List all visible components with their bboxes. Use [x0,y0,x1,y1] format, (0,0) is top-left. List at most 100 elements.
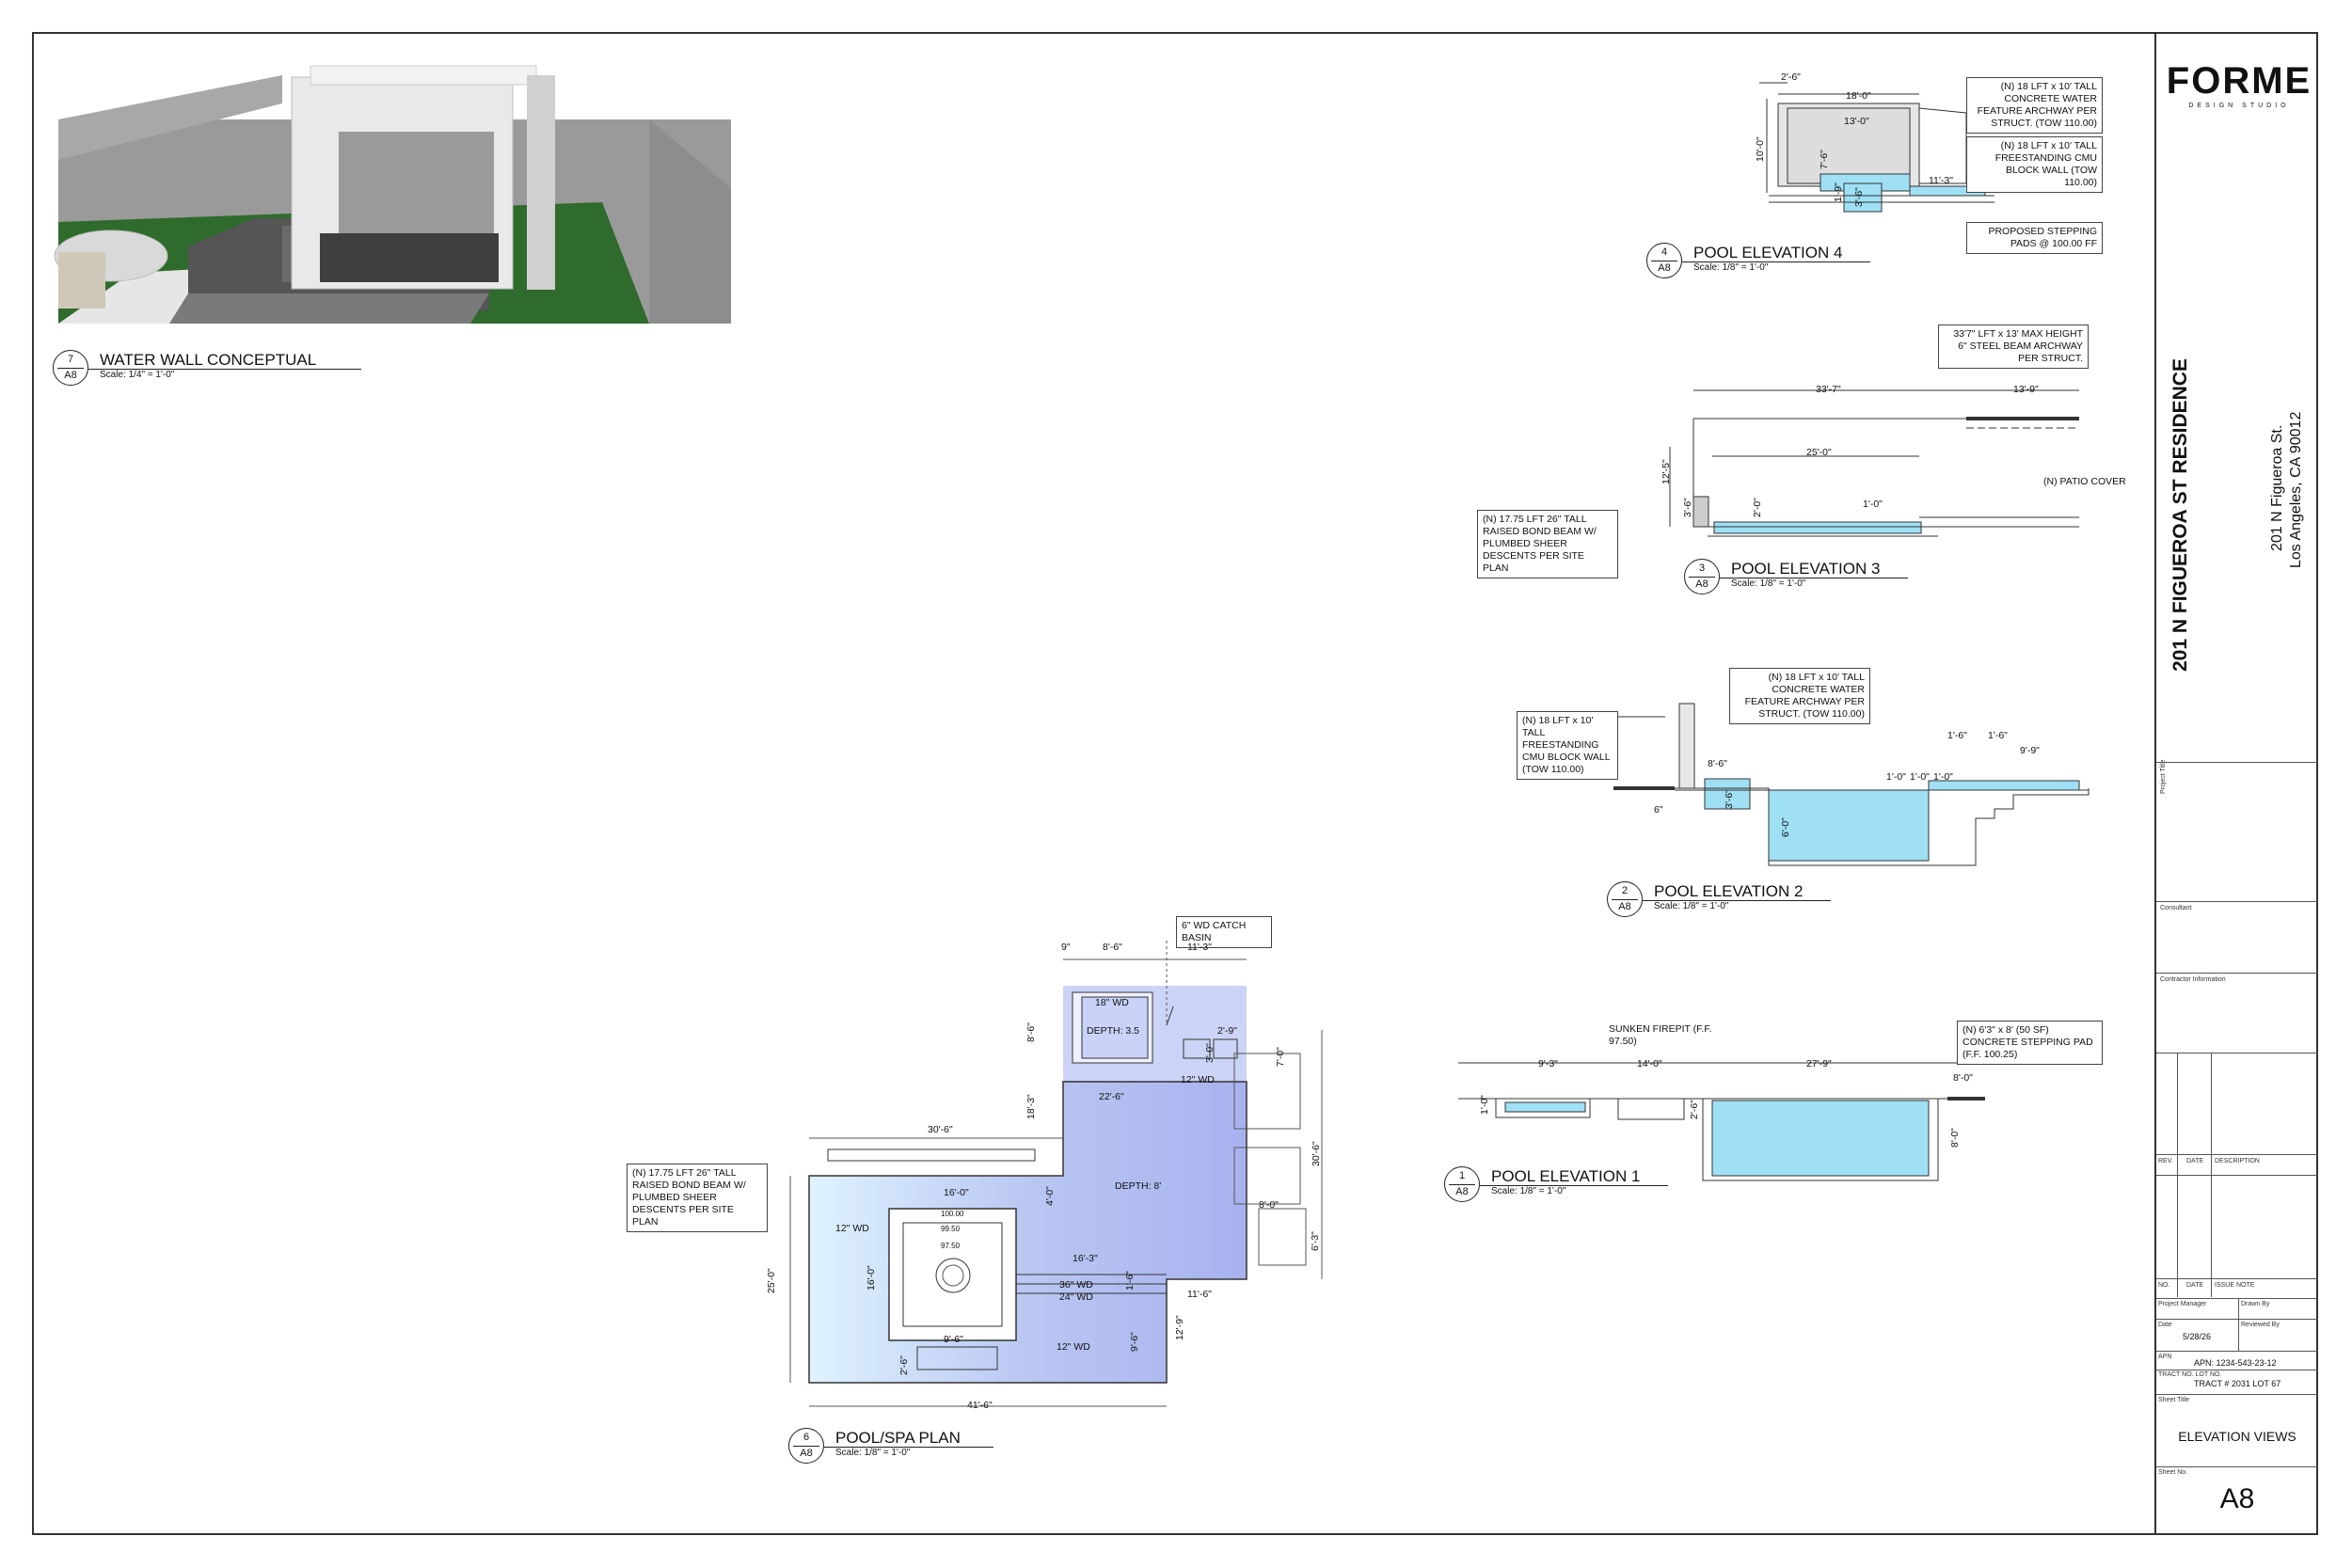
view-title: POOL/SPA PLAN [835,1429,961,1447]
contractor-label: Contractor Information [2160,976,2226,983]
dim-e4: 10'-0" [1755,136,1766,162]
dim-plan: 16'-0" [944,1187,969,1198]
dim-plan: 22'-6" [1099,1091,1124,1102]
note-plan-catch: 6" WD CATCH BASIN [1176,916,1272,948]
pool-elevation-3-drawing [1669,389,2079,537]
dim-plan: 99.50 [941,1225,961,1233]
dim-e2: 6'-0" [1780,817,1791,837]
dim-plan: 18'-3" [1025,1094,1037,1119]
title-block: FORME DESIGN STUDIO 201 N FIGUEROA ST RE… [2154,32,2318,1535]
date-label: Date [2158,1322,2172,1328]
sheet-number: A8 [2219,1483,2255,1514]
dim-plan: 1'-6" [1124,1271,1136,1291]
view-scale: Scale: 1/8" = 1'-0" [835,1448,911,1458]
dim-e2: 1'-0" [1910,771,1930,783]
issue-header-date: DATE [2186,1282,2204,1289]
dim-plan: 12" WD [835,1223,869,1234]
dim-e3: 33'-7" [1816,384,1841,395]
firm-name: FORME [2166,60,2312,102]
view-scale: Scale: 1/8" = 1'-0" [1491,1186,1566,1196]
dim-e3: 3'-6" [1682,498,1693,517]
note-e4-pads: PROPOSED STEPPING PADS @ 100.00 FF [1966,222,2103,254]
project-title-label: Project Title [2160,759,2167,794]
dim-e2: 1'-6" [1947,730,1967,741]
dim-e4: 7'-6" [1819,150,1830,169]
dim-e1: 8'-0" [1949,1128,1961,1148]
pool-elevation-2-drawing [1613,703,2090,866]
view-scale: Scale: 1/8" = 1'-0" [1731,578,1806,589]
project-manager-label: Project Manager [2158,1301,2207,1307]
note-e4-archway: (N) 18 LFT x 10' TALL CONCRETE WATER FEA… [1966,77,2103,134]
note-e3-steel: 33'7" LFT x 13' MAX HEIGHT 6" STEEL BEAM… [1938,325,2089,369]
dim-plan: 16'-0" [866,1265,877,1291]
drawn-by-label: Drawn By [2241,1301,2270,1307]
issue-header-no: NO. [2158,1282,2170,1289]
dim-e1: 27'-9" [1806,1058,1832,1069]
view-scale: Scale: 1/8" = 1'-0" [1654,901,1729,911]
view-title: POOL ELEVATION 3 [1731,560,1881,578]
dim-plan: 12" WD [1181,1074,1215,1085]
note-e4-cmu: (N) 18 LFT x 10' TALL FREESTANDING CMU B… [1966,136,2103,193]
apn-label: APN [2158,1354,2172,1360]
dim-plan: 9'-6" [944,1334,963,1345]
dim-plan: 100.00 [941,1210,964,1218]
firm-tagline: DESIGN STUDIO [2188,103,2290,109]
dim-e3: 25'-0" [1806,447,1832,458]
dim-e4: 1'-9" [1833,182,1844,202]
reviewed-by-label: Reviewed By [2241,1322,2280,1328]
dim-e4: 2'-6" [1781,71,1801,83]
dim-e1: 14'-0" [1637,1058,1662,1069]
dim-plan: 8'-6" [1025,1022,1037,1042]
dim-plan: 6'-3" [1310,1231,1321,1251]
dim-plan: 4'-0" [1044,1186,1056,1206]
dim-e3: 2'-0" [1752,498,1763,517]
dim-plan: 8'-6" [1103,942,1122,953]
view-scale: Scale: 1/4" = 1'-0" [100,370,175,380]
apn-value: APN: 1234-543-23-12 [2194,1358,2277,1368]
sheet-border [32,32,2318,1535]
dim-e3: 1'-0" [1863,499,1883,510]
dim-plan: 25'-0" [766,1268,777,1293]
pool-spa-plan-drawing [789,941,1323,1407]
dim-plan: 11'-3" [1187,942,1212,953]
dim-plan: 16'-3" [1073,1253,1098,1264]
rev-header-description: DESCRIPTION [2215,1158,2260,1164]
dim-plan: 7'-0" [1275,1047,1286,1067]
revision-table: REV. DATE DESCRIPTION [2156,1053,2318,1175]
view-title: POOL ELEVATION 1 [1491,1167,1641,1185]
dim-e4: 18'-0" [1846,90,1871,102]
dim-plan: 41'-6" [967,1400,993,1411]
dim-e3: 12'-5" [1661,459,1672,484]
firm-logo: FORME DESIGN STUDIO [2164,60,2314,109]
dim-e1: 8'-0" [1953,1072,1973,1084]
dim-plan: 97.50 [941,1242,961,1250]
dim-plan: 3'-0" [1204,1043,1216,1063]
dim-e2: 9'-9" [2020,745,2040,756]
sheet-title-label: Sheet Title [2158,1397,2190,1403]
note-e1-pad: (N) 6'3" x 8' (50 SF) CONCRETE STEPPING … [1957,1021,2103,1065]
dim-e2: 8'-6" [1708,758,1727,769]
dim-e2: 1'-6" [1988,730,2008,741]
dim-e4: 11'-3" [1929,175,1953,186]
dim-plan: 18" WD [1095,997,1129,1008]
dim-plan: 30'-6" [928,1124,953,1135]
dim-e1: 9'-3" [1538,1058,1558,1069]
dim-plan: 12" WD [1057,1341,1090,1353]
note-e3-patio: (N) PATIO COVER [2043,476,2126,487]
water-wall-render [54,65,731,324]
dim-e2: 1'-0" [1933,771,1953,783]
rev-header-rev: REV. [2158,1158,2173,1164]
project-address-2: Los Angeles, CA 90012 [2288,411,2304,568]
dim-e1: 1'-0" [1479,1095,1490,1115]
pool-elevation-1-drawing [1458,1062,1985,1181]
dim-plan: 36" WD [1059,1279,1093,1291]
rev-header-date: DATE [2186,1158,2204,1164]
tract-value: TRACT # 2031 LOT 67 [2194,1379,2281,1388]
